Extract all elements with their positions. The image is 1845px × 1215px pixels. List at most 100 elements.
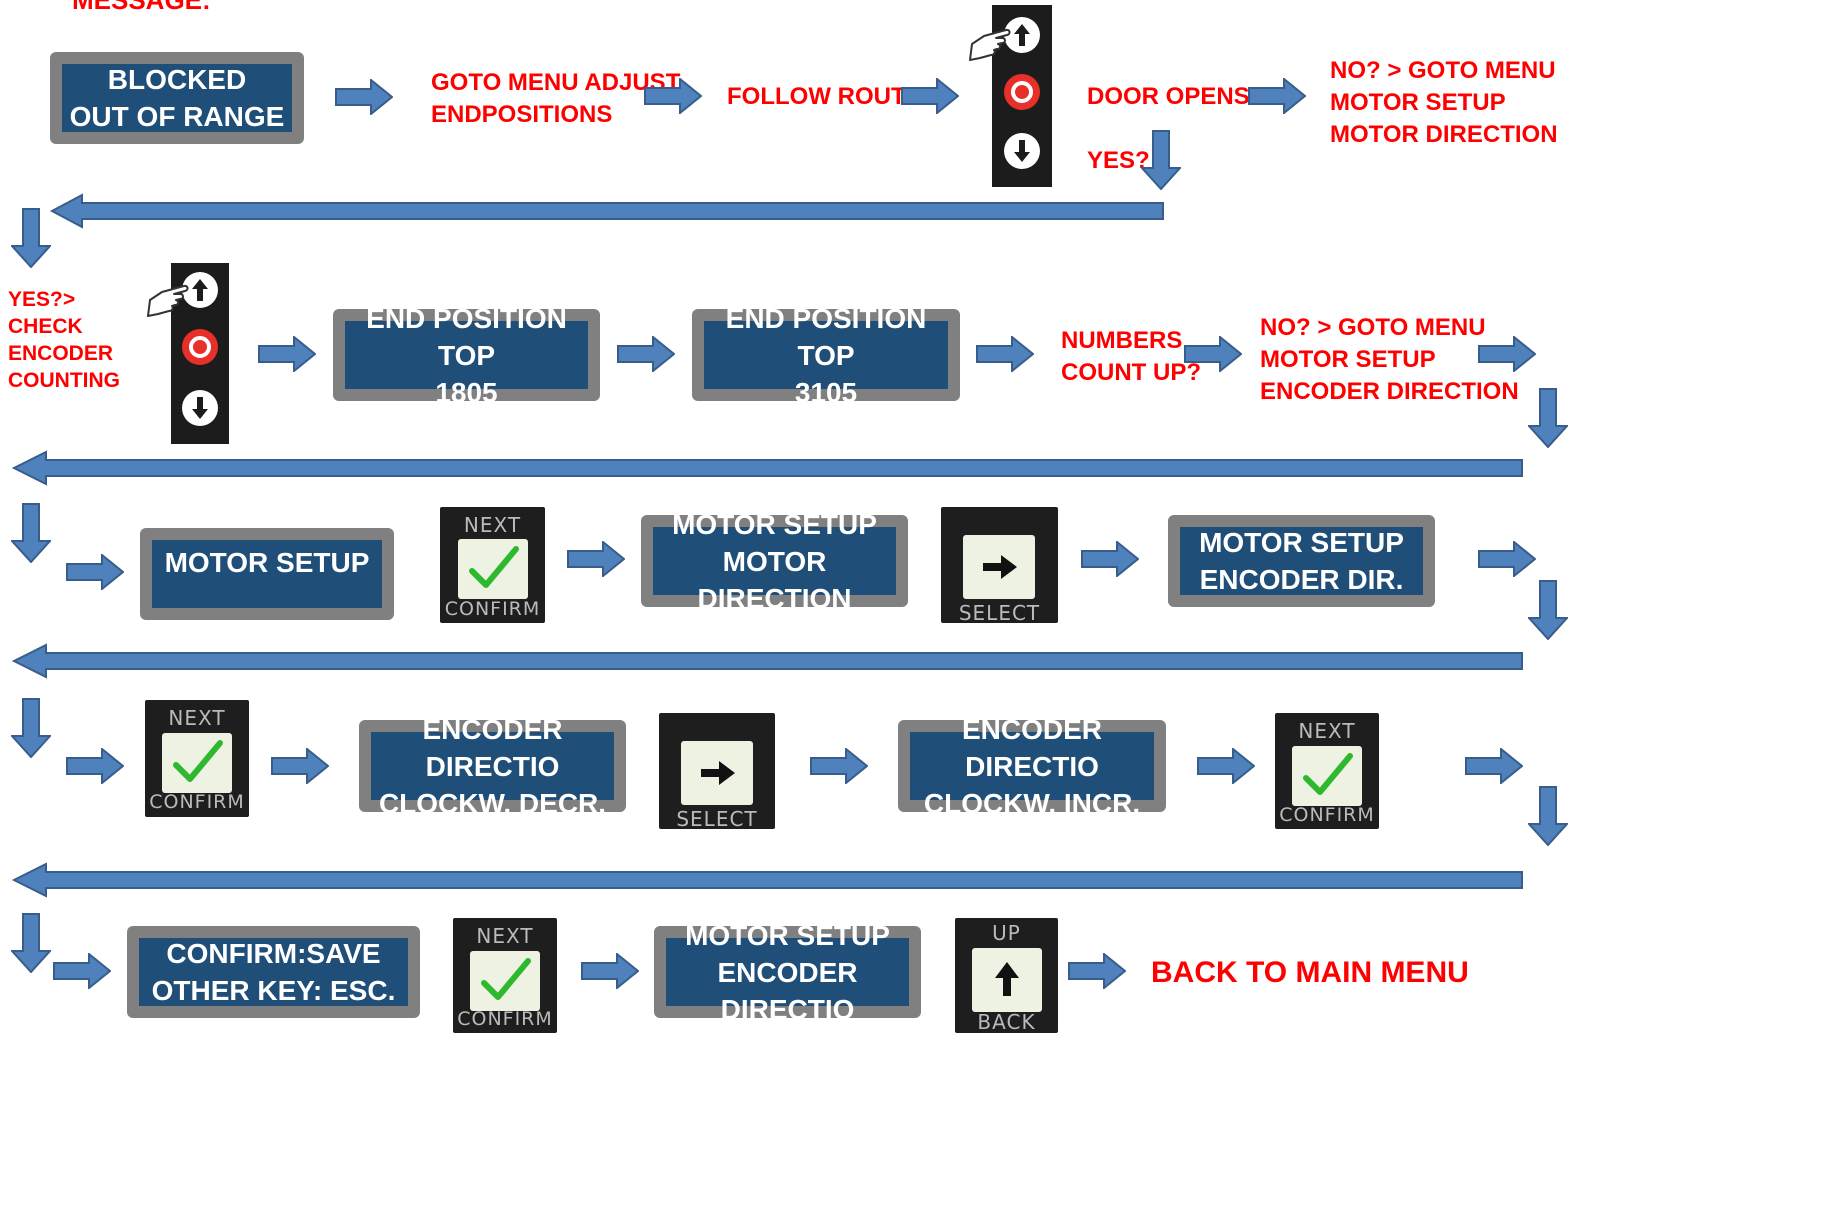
arrow-right (901, 78, 959, 114)
label-line: MOTOR DIRECTION (1330, 121, 1558, 148)
label-numbers-count-up: NUMBERS COUNT UP? (1061, 325, 1201, 389)
label-yes: YES? (1087, 145, 1150, 177)
arrow-right (567, 541, 625, 577)
label-line: ENCODER DIRECTION (1260, 378, 1519, 405)
select-key[interactable]: SELECT (659, 713, 775, 831)
lcd-line2: MOTOR DIRECTION (697, 545, 852, 614)
lcd-screen: CONFIRM:SAVE OTHER KEY: ESC. (139, 938, 408, 1006)
lcd-screen: MOTOR SETUP MOTOR DIRECTION (653, 509, 896, 614)
arrow-right (335, 79, 393, 115)
label-line: NO? > GOTO MENU (1330, 57, 1556, 84)
key-bottom-label: CONFIRM (444, 598, 541, 620)
lcd-line2: OUT OF RANGE (69, 101, 285, 132)
label-line: NO? > GOTO MENU (1260, 314, 1486, 341)
lcd-screen: END POSITION TOP 3105 (704, 303, 948, 408)
arrow-right (271, 748, 329, 784)
key-face (162, 733, 232, 793)
arrow-down (11, 503, 51, 563)
down-button[interactable] (182, 390, 218, 426)
select-key[interactable]: SELECT (941, 507, 1058, 625)
key-face (681, 741, 753, 805)
arrow-down (11, 913, 51, 973)
pointing-hand-icon (969, 28, 1011, 61)
arrow-down (11, 698, 51, 758)
lcd-line1: CONFIRM:SAVE (166, 938, 381, 969)
lcd-screen: MOTOR SETUP ENCODER DIR. (1180, 527, 1423, 595)
arrow-right (1478, 336, 1536, 372)
checkmark-icon (481, 958, 531, 1000)
arrow-right (1478, 541, 1536, 577)
label-line: ENCODER (8, 342, 114, 365)
lcd-line2: OTHER KEY: ESC. (151, 975, 396, 1006)
arrow-right (1465, 748, 1523, 784)
lcd-line2: ENCODER DIRECTIO (717, 956, 858, 1025)
stop-button[interactable] (182, 329, 218, 365)
label-yes-check-encoder: YES?> CHECK ENCODER COUNTING (8, 286, 120, 394)
label-line: ENDPOSITIONS (431, 101, 613, 128)
arrow-down (11, 208, 51, 268)
key-bottom-label: SELECT (958, 601, 1041, 625)
lcd-encoder-dir: MOTOR SETUP ENCODER DIR. (1168, 515, 1435, 607)
lcd-end-position-3105: END POSITION TOP 3105 (692, 303, 960, 408)
key-top-label: NEXT (1298, 719, 1356, 743)
label-line: CHECK (8, 315, 83, 338)
label-line: COUNT UP? (1061, 359, 1201, 386)
label-line: YES? (1087, 147, 1150, 174)
key-bottom-label: SELECT (676, 807, 758, 831)
lcd-line1: MOTOR SETUP (1199, 527, 1404, 558)
label-goto-adjust: GOTO MENU ADJUST ENDPOSITIONS (431, 67, 680, 131)
return-arrow (11, 450, 1523, 486)
lcd-encoder-incr: ENCODER DIRECTIO CLOCKW. INCR. (898, 714, 1166, 819)
label-line: DOOR OPENS?? (1087, 83, 1280, 110)
confirm-key[interactable]: NEXT CONFIRM (440, 507, 545, 623)
checkmark-icon (1303, 753, 1353, 795)
lcd-line1: MOTOR SETUP (685, 919, 890, 951)
confirm-key[interactable]: NEXT CONFIRM (1275, 713, 1379, 829)
lcd-end-position-1805: END POSITION TOP 1805 (333, 303, 600, 408)
lcd-line2: CLOCKW. INCR. (923, 787, 1141, 819)
lcd-screen: END POSITION TOP 1805 (345, 303, 588, 408)
label-no-motor-direction: NO? > GOTO MENU MOTOR SETUP MOTOR DIRECT… (1330, 55, 1558, 151)
label-line: MOTOR SETUP (1330, 89, 1506, 116)
lcd-motor-setup-encoder: MOTOR SETUP ENCODER DIRECTIO (654, 920, 921, 1025)
down-button[interactable] (1004, 133, 1040, 169)
lcd-line2: ENCODER DIR. (1199, 564, 1404, 595)
lcd-confirm-save: CONFIRM:SAVE OTHER KEY: ESC. (127, 926, 420, 1018)
arrow-right-icon (701, 761, 735, 785)
key-top-label: NEXT (476, 924, 534, 948)
back-key[interactable]: UP BACK (955, 918, 1058, 1034)
lcd-motor-direction: MOTOR SETUP MOTOR DIRECTION (641, 509, 908, 614)
lcd-line1: ENCODER DIRECTIO (422, 713, 563, 782)
key-bottom-label: BACK (977, 1010, 1036, 1034)
label-back-to-main-menu: BACK TO MAIN MENU (1151, 956, 1469, 989)
key-top-label: NEXT (463, 513, 522, 537)
arrow-right (1068, 953, 1126, 989)
lcd-line1: END POSITION TOP (366, 302, 567, 371)
lcd-screen: BLOCKED OUT OF RANGE (62, 64, 292, 132)
stop-button[interactable] (1004, 74, 1040, 110)
checkmark-icon (469, 546, 519, 588)
arrow-right (1184, 336, 1242, 372)
key-bottom-label: CONFIRM (149, 791, 245, 813)
key-face (458, 539, 528, 599)
confirm-key[interactable]: NEXT CONFIRM (453, 918, 557, 1033)
label-no-encoder-direction: NO? > GOTO MENU MOTOR SETUP ENCODER DIRE… (1260, 312, 1519, 408)
lcd-line1: MOTOR SETUP (164, 547, 370, 578)
arrow-right (66, 748, 124, 784)
confirm-key[interactable]: NEXT CONFIRM (145, 700, 249, 817)
key-bottom-label: CONFIRM (457, 1008, 553, 1030)
arrow-right (976, 336, 1034, 372)
label-line: MOTOR SETUP (1260, 346, 1436, 373)
return-arrow (11, 862, 1523, 898)
arrow-right (810, 748, 868, 784)
return-arrow (49, 193, 1164, 229)
arrow-right (644, 78, 702, 114)
label-line: NUMBERS (1061, 327, 1183, 354)
pointing-hand-icon (147, 284, 189, 317)
lcd-encoder-decr: ENCODER DIRECTIO CLOCKW. DECR. (359, 714, 626, 819)
arrow-right-icon (983, 555, 1017, 579)
up-button[interactable] (1004, 17, 1040, 53)
lcd-screen: MOTOR SETUP ENCODER DIRECTIO (666, 920, 909, 1025)
lcd-blocked: BLOCKED OUT OF RANGE (50, 52, 304, 144)
key-face (972, 948, 1042, 1012)
